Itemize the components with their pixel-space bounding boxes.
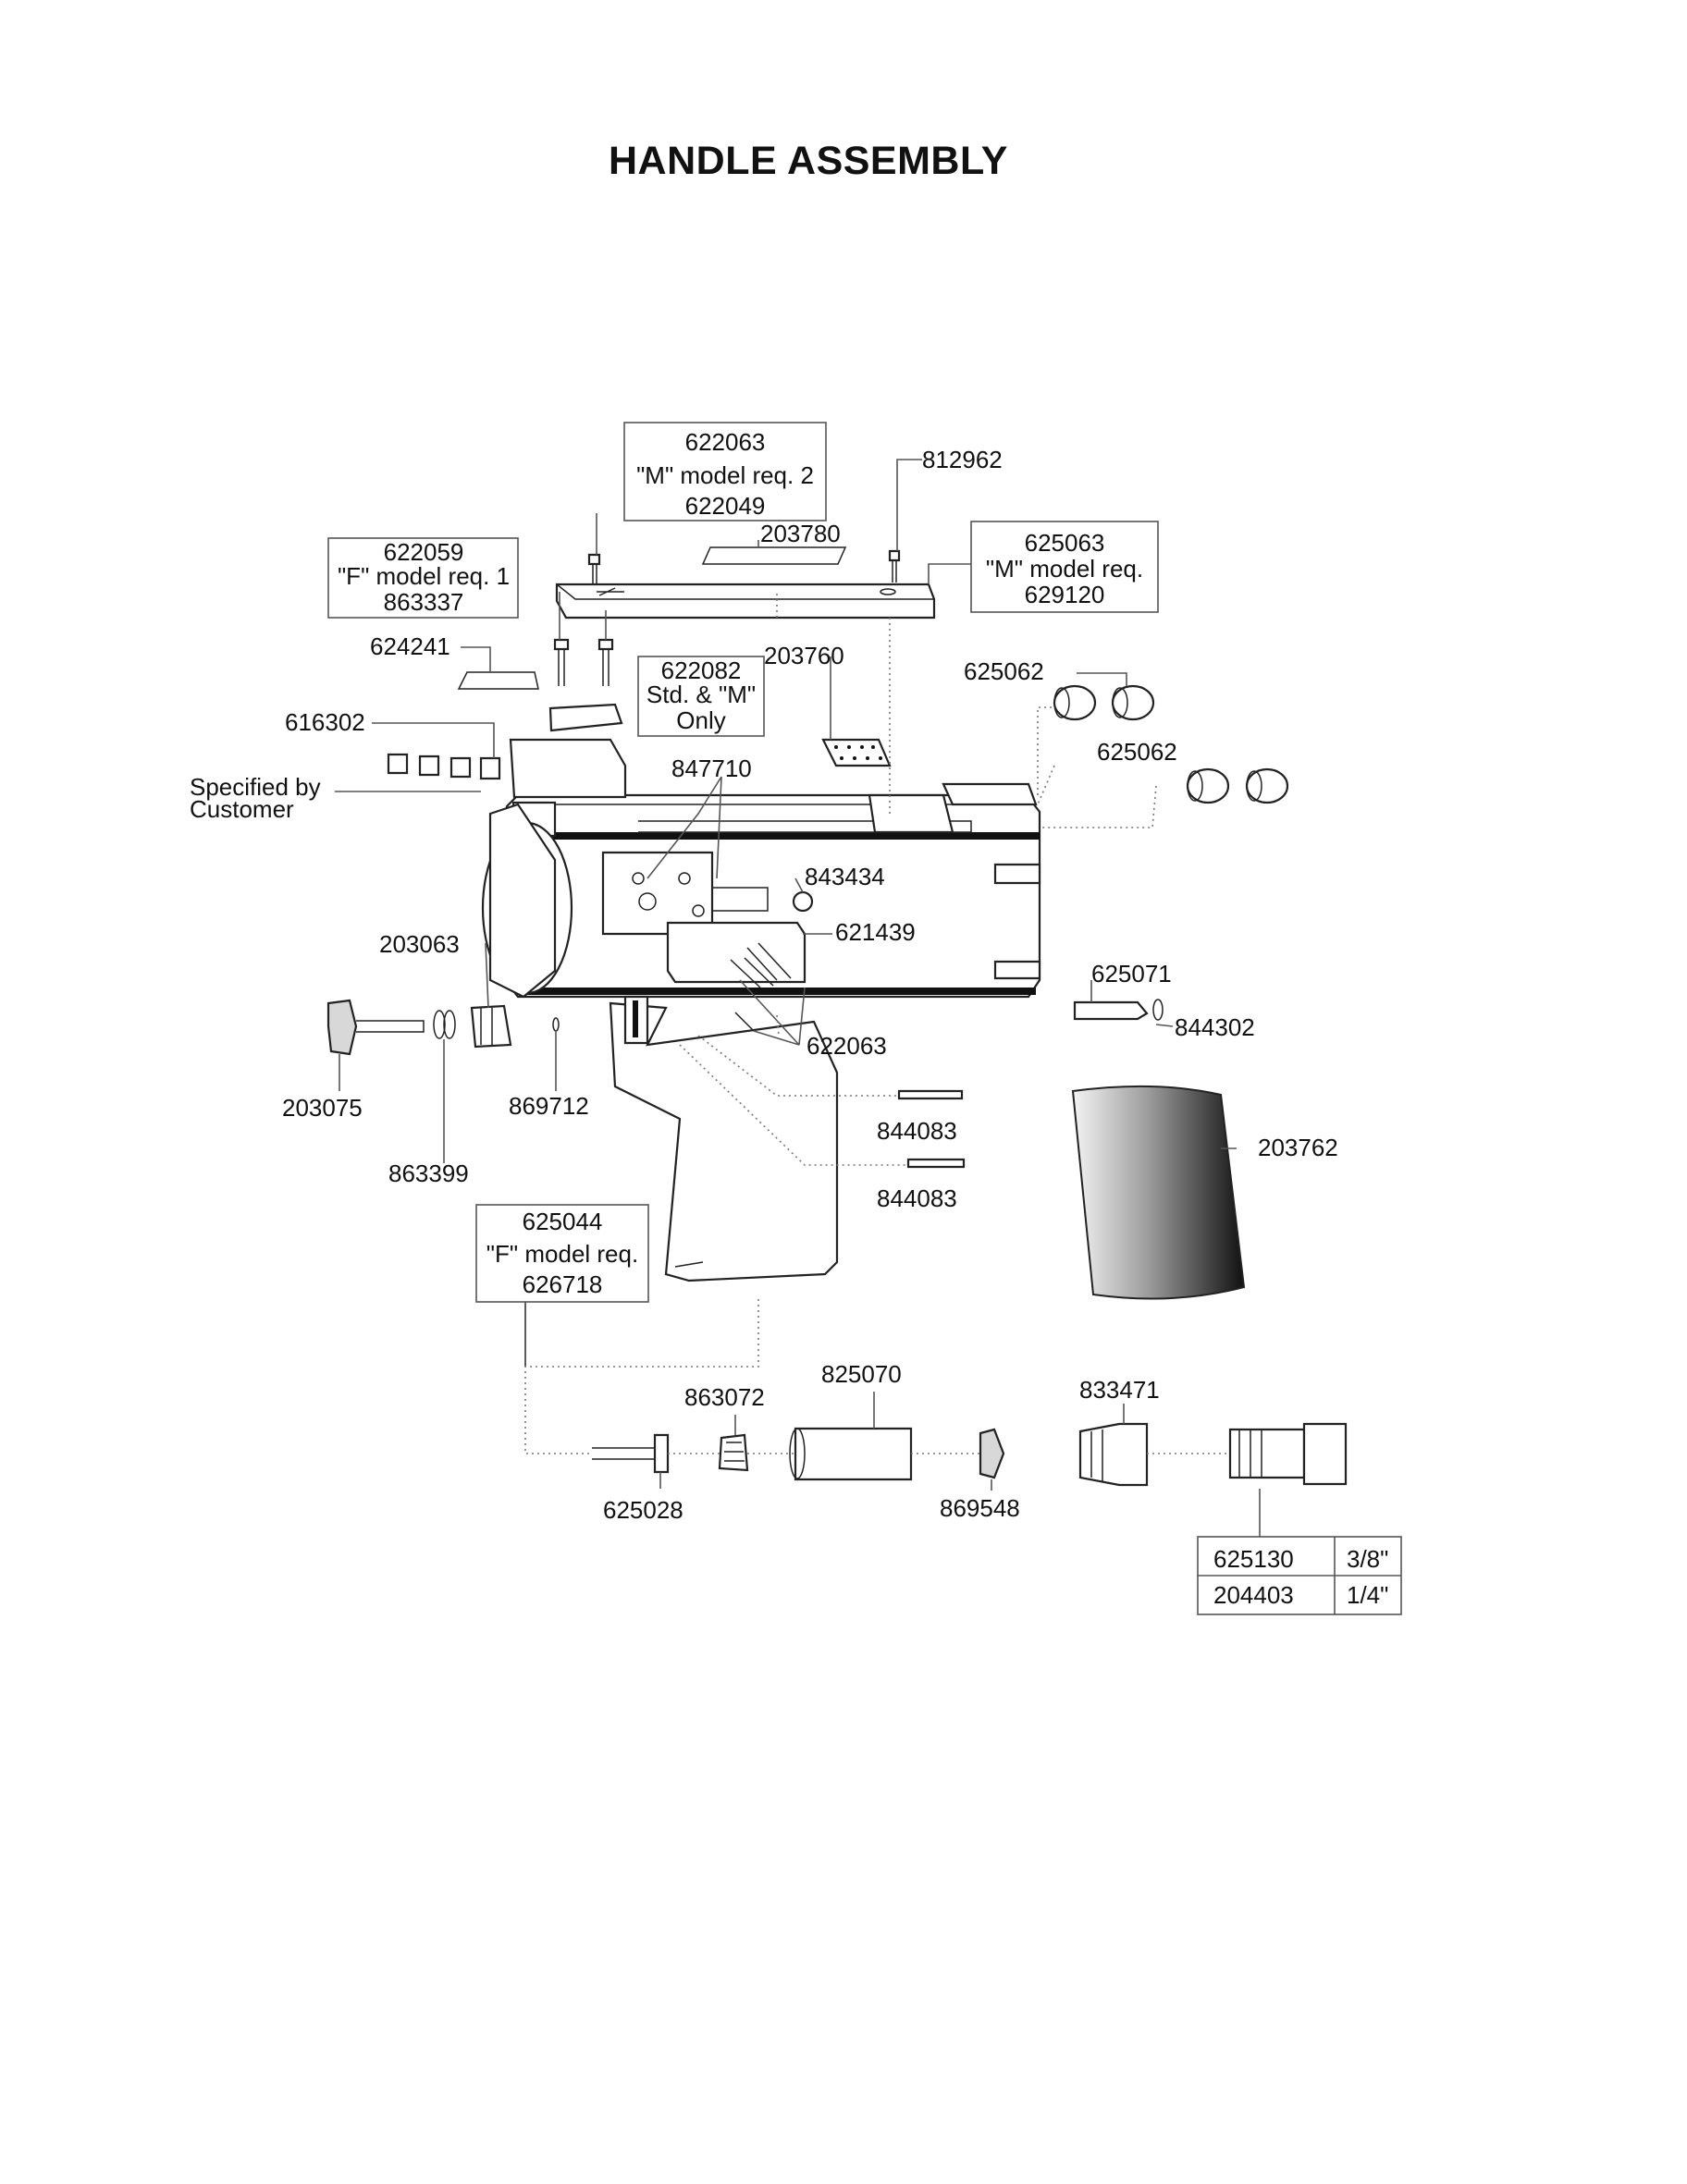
callout-844302: 844302 [1175,1013,1255,1041]
callout-203780: 203780 [760,520,841,547]
callout-844083-a: 844083 [877,1117,957,1145]
top-plate [387,546,1289,913]
fitting-table [1197,1536,1402,1615]
callout-f-model-req: "F" model req. [486,1240,638,1268]
callout-203063: 203063 [379,930,460,958]
callout-specified-by: Specified by [190,773,321,801]
callout-203075: 203075 [282,1094,363,1122]
callout-625044: 625044 [523,1208,603,1235]
callout-847710: 847710 [671,755,752,782]
leader-lines [335,459,1261,1553]
callout-625063: 625063 [1025,529,1105,557]
callout-m-model-req: "M" model req. [986,555,1143,583]
fitting-table-size-0: 3/8" [1347,1545,1388,1573]
callout-625028: 625028 [603,1496,683,1524]
callout-622059: 622059 [384,538,464,566]
callout-825070: 825070 [821,1360,902,1388]
sleeve-203762 [1071,1085,1246,1300]
callout-625071: 625071 [1091,960,1172,988]
callout-869548: 869548 [940,1494,1020,1522]
callout-std-m: Std. & "M" [646,681,756,708]
box-625063 [970,521,1159,613]
callout-863072: 863072 [684,1383,765,1411]
callout-203762: 203762 [1258,1134,1338,1161]
callout-844083-b: 844083 [877,1184,957,1212]
left-parts [326,957,1164,1169]
box-622059 [327,537,519,619]
box-622063-top [623,422,827,521]
callout-625062-a: 625062 [964,657,1044,685]
fitting-table-part-1: 204403 [1213,1581,1294,1609]
callout-863399: 863399 [388,1159,469,1187]
callout-616302: 616302 [285,708,365,736]
callout-629120: 629120 [1025,581,1105,608]
callout-622049: 622049 [685,492,766,520]
callout-622063-top: 622063 [685,428,766,456]
callout-869712: 869712 [509,1092,589,1120]
callout-625062-b: 625062 [1097,738,1177,766]
callout-812962: 812962 [922,446,1003,473]
callout-863337: 863337 [384,588,464,616]
page-title: HANDLE ASSEMBLY [609,139,1008,183]
callout-626718: 626718 [523,1270,603,1298]
callout-203760: 203760 [764,642,844,669]
callout-621439: 621439 [835,918,916,946]
fitting-table-part-0: 625130 [1213,1545,1294,1573]
callout-624241: 624241 [370,632,450,660]
box-625044 [475,1204,649,1303]
fitting-row [524,1285,1348,1487]
callout-622063-mid: 622063 [807,1032,887,1060]
handle-body [481,782,1041,1282]
fitting-table-size-1: 1/4" [1347,1581,1388,1609]
callout-843434: 843434 [805,863,885,890]
callout-f-model-req-1: "F" model req. 1 [338,562,510,590]
box-622082 [637,656,765,737]
callout-only: Only [676,706,725,734]
callout-622082: 622082 [661,656,742,684]
callout-833471: 833471 [1079,1376,1160,1404]
callout-customer: Customer [190,795,294,823]
callout-m-model-req-2: "M" model req. 2 [636,461,814,489]
